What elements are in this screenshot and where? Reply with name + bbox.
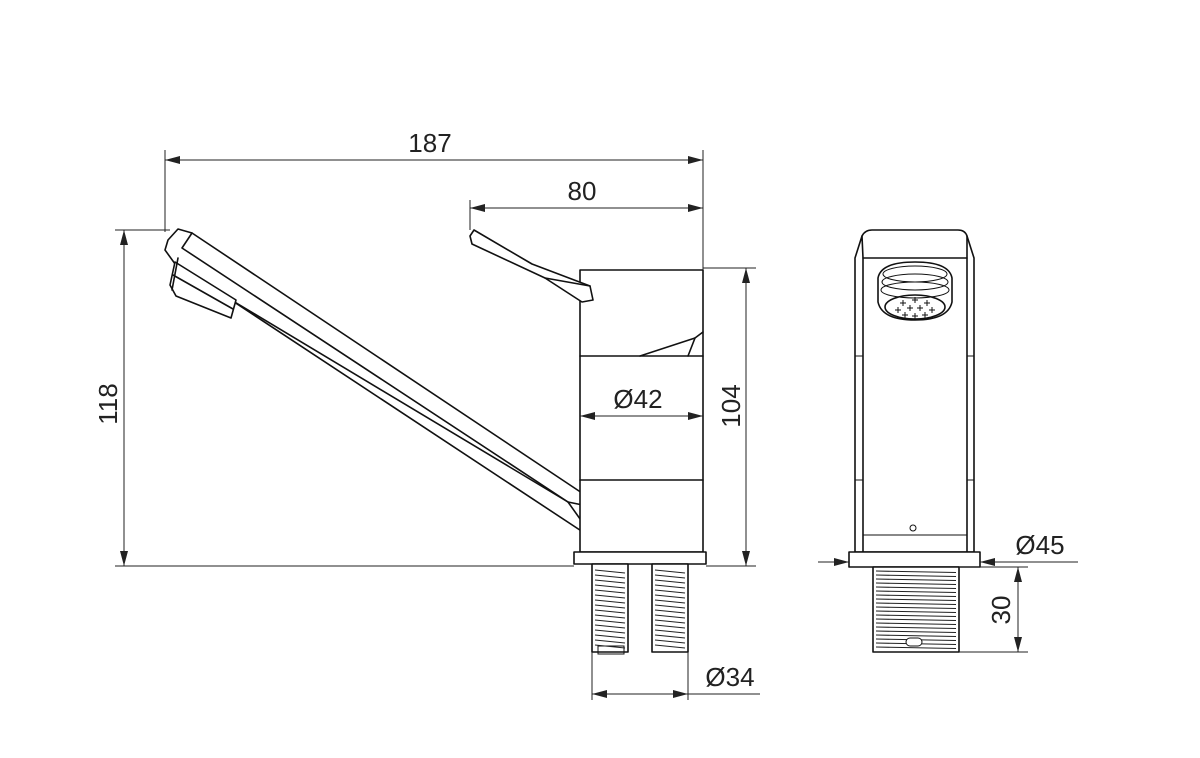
thread-line: [875, 646, 957, 650]
front-view: Ø45 30: [818, 229, 1078, 653]
aerator-holes: [895, 297, 935, 319]
dim-label-d34: Ø34: [705, 662, 754, 692]
thread-line: [875, 582, 957, 586]
thread-line: [654, 609, 686, 614]
thread-line: [594, 629, 626, 634]
dim-overall-length: 187: [164, 128, 704, 270]
thread-line: [654, 644, 686, 649]
lever-handle: [469, 229, 594, 303]
thread-line: [875, 578, 957, 582]
thread-line: [875, 630, 957, 634]
dim-body-diameter: Ø42: [580, 384, 703, 420]
thread-line: [875, 590, 957, 594]
front-thread-lines: [875, 570, 957, 650]
thread-line: [654, 594, 686, 599]
thread-line: [875, 634, 957, 638]
dim-label-187: 187: [408, 128, 451, 158]
thread-line: [875, 626, 957, 630]
thread-line: [875, 586, 957, 590]
thread-line: [654, 619, 686, 624]
threaded-studs: [591, 563, 689, 655]
dim-label-d45: Ø45: [1015, 530, 1064, 560]
thread-line: [654, 639, 686, 644]
thread-line: [654, 614, 686, 619]
thread-line: [654, 634, 686, 639]
thread-line: [875, 606, 957, 610]
base-flange: [573, 551, 707, 565]
thread-line: [654, 584, 686, 589]
thread-line: [875, 602, 957, 606]
dim-lever-length: 80: [469, 176, 703, 230]
thread-line: [594, 614, 626, 619]
dim-label-80: 80: [568, 176, 597, 206]
thread-line: [875, 610, 957, 614]
thread-line: [875, 618, 957, 622]
thread-line: [875, 574, 957, 578]
front-thread: [872, 566, 960, 653]
dim-thread-length: 30: [959, 566, 1028, 653]
thread-line: [654, 589, 686, 594]
thread-line: [594, 624, 626, 629]
thread-line: [594, 619, 626, 624]
thread-line: [875, 570, 957, 574]
thread-line: [594, 609, 626, 614]
thread-line: [875, 598, 957, 602]
dim-label-118: 118: [93, 383, 123, 424]
dim-label-30: 30: [986, 596, 1016, 625]
thread-line: [654, 579, 686, 584]
dim-label-104: 104: [716, 384, 746, 427]
dim-label-d42: Ø42: [613, 384, 662, 414]
thread-line: [594, 599, 626, 604]
dim-thread-diameter: Ø34: [591, 652, 760, 700]
thread-line: [654, 624, 686, 629]
thread-line: [594, 589, 626, 594]
thread-line: [875, 594, 957, 598]
thread-line: [594, 634, 626, 639]
thread-line: [654, 604, 686, 609]
spout: [164, 228, 613, 550]
faucet-body: [579, 269, 704, 553]
thread-line: [594, 594, 626, 599]
thread-line: [594, 604, 626, 609]
stud-threads-left: [594, 569, 626, 649]
thread-line: [594, 644, 626, 649]
thread-line: [875, 614, 957, 618]
thread-line: [594, 569, 626, 574]
front-base-flange: [848, 551, 981, 568]
thread-line: [654, 629, 686, 634]
dim-base-diameter: Ø45: [818, 530, 1078, 566]
thread-line: [594, 574, 626, 579]
thread-line: [594, 639, 626, 644]
thread-line: [654, 599, 686, 604]
dim-body-height: 104: [703, 267, 756, 567]
thread-line: [594, 584, 626, 589]
thread-line: [875, 622, 957, 626]
thread-line: [654, 569, 686, 574]
aerator-icon: [877, 261, 953, 321]
dim-overall-height: 118: [93, 229, 574, 567]
side-view: 187 80 118 104: [93, 128, 760, 700]
thread-line: [594, 579, 626, 584]
stud-threads-right: [654, 569, 686, 649]
thread-line: [654, 574, 686, 579]
